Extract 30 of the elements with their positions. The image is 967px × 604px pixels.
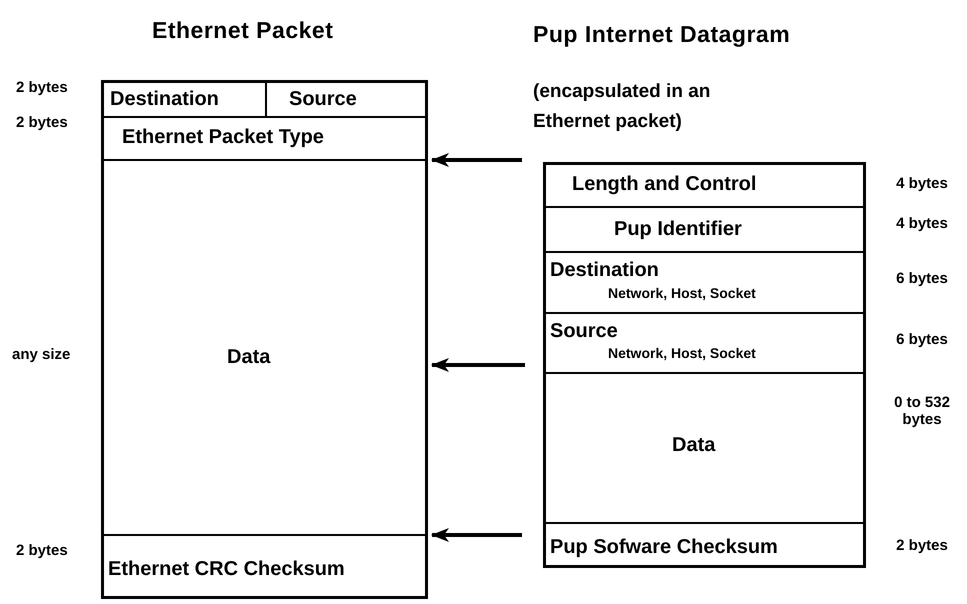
field-label: Length and Control	[572, 173, 756, 196]
field-label: Data	[672, 434, 716, 457]
field-label: Ethernet Packet Type	[122, 126, 324, 149]
subheading: (encapsulated in an Ethernet packet)	[533, 80, 712, 134]
size-label: 4 bytes	[895, 175, 949, 192]
arrow	[431, 358, 525, 372]
size-label: 6 bytes	[895, 270, 949, 287]
diagram-heading: Ethernet Packet	[152, 17, 334, 44]
field-row	[266, 80, 428, 117]
field-sublabel: Network, Host, Socket	[608, 345, 756, 361]
size-label: 0 to 532 bytes	[893, 394, 951, 428]
size-label: 2 bytes	[16, 542, 68, 559]
arrow	[431, 153, 522, 167]
field-label: Data	[227, 346, 270, 369]
diagram-heading: Pup Internet Datagram	[533, 21, 790, 48]
size-label: 2 bytes	[16, 114, 68, 131]
size-label: 2 bytes	[16, 79, 68, 96]
field-label: Destination	[110, 88, 219, 111]
field-label: Ethernet CRC Checksum	[108, 558, 345, 581]
size-label: any size	[12, 346, 70, 363]
field-label: Source	[550, 320, 618, 343]
field-label: Pup Identifier	[614, 218, 742, 241]
field-label: Pup Sofware Checksum	[550, 536, 778, 559]
size-label: 4 bytes	[895, 215, 949, 232]
field-label: Source	[289, 88, 357, 111]
size-label: 2 bytes	[895, 537, 949, 554]
arrow	[431, 528, 522, 542]
field-sublabel: Network, Host, Socket	[608, 285, 756, 301]
field-label: Destination	[550, 259, 659, 282]
size-label: 6 bytes	[895, 331, 949, 348]
